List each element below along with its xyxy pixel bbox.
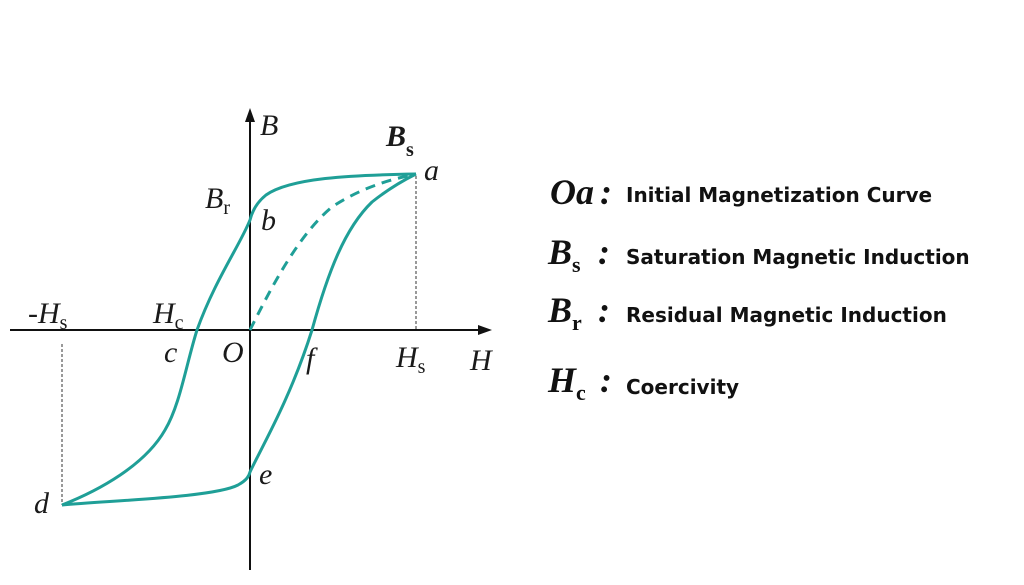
legend-item-initial-magnetization: Oa : Initial Magnetization Curve [550, 172, 932, 212]
descending-branch [61, 172, 417, 507]
legend-text: Coercivity [626, 375, 739, 399]
legend-text: Saturation Magnetic Induction [626, 245, 970, 269]
initial-magnetization-curve [248, 172, 417, 331]
legend-colon: : [598, 232, 610, 272]
legend-colon: : [598, 290, 610, 330]
br-label: Br [205, 182, 230, 219]
point-d: d [34, 487, 50, 520]
legend-text: Residual Magnetic Induction [626, 303, 947, 327]
point-b: b [261, 204, 276, 237]
point-f: f [306, 342, 318, 375]
origin-label: O [222, 336, 244, 369]
neg-hs-label: -Hs [28, 297, 68, 334]
point-e: e [259, 458, 272, 491]
legend-item-saturation: Bs : Saturation Magnetic Induction [547, 232, 970, 277]
ascending-branch [61, 172, 417, 507]
legend-colon: : [600, 172, 612, 212]
legend-item-coercivity: Hc : Coercivity [547, 360, 739, 405]
h-axis-arrow [478, 325, 492, 335]
b-axis-arrow [245, 108, 255, 122]
legend-item-residual: Br : Residual Magnetic Induction [547, 290, 947, 335]
point-a: a [424, 154, 439, 187]
legend-symbol: Hc [547, 360, 586, 405]
legend-symbol: Br [547, 290, 582, 335]
hc-label: Hc [152, 297, 184, 334]
point-c: c [164, 336, 177, 369]
hs-label: Hs [395, 341, 426, 378]
legend-text: Initial Magnetization Curve [626, 183, 932, 207]
y-axis-label: B [260, 109, 278, 142]
legend-symbol: Oa [550, 172, 594, 212]
legend-colon: : [600, 360, 612, 400]
legend-symbol: Bs [547, 232, 581, 277]
x-axis-label: H [469, 344, 494, 377]
bs-label: Bs [385, 120, 414, 161]
legend: Oa : Initial Magnetization Curve Bs : Sa… [547, 172, 970, 405]
